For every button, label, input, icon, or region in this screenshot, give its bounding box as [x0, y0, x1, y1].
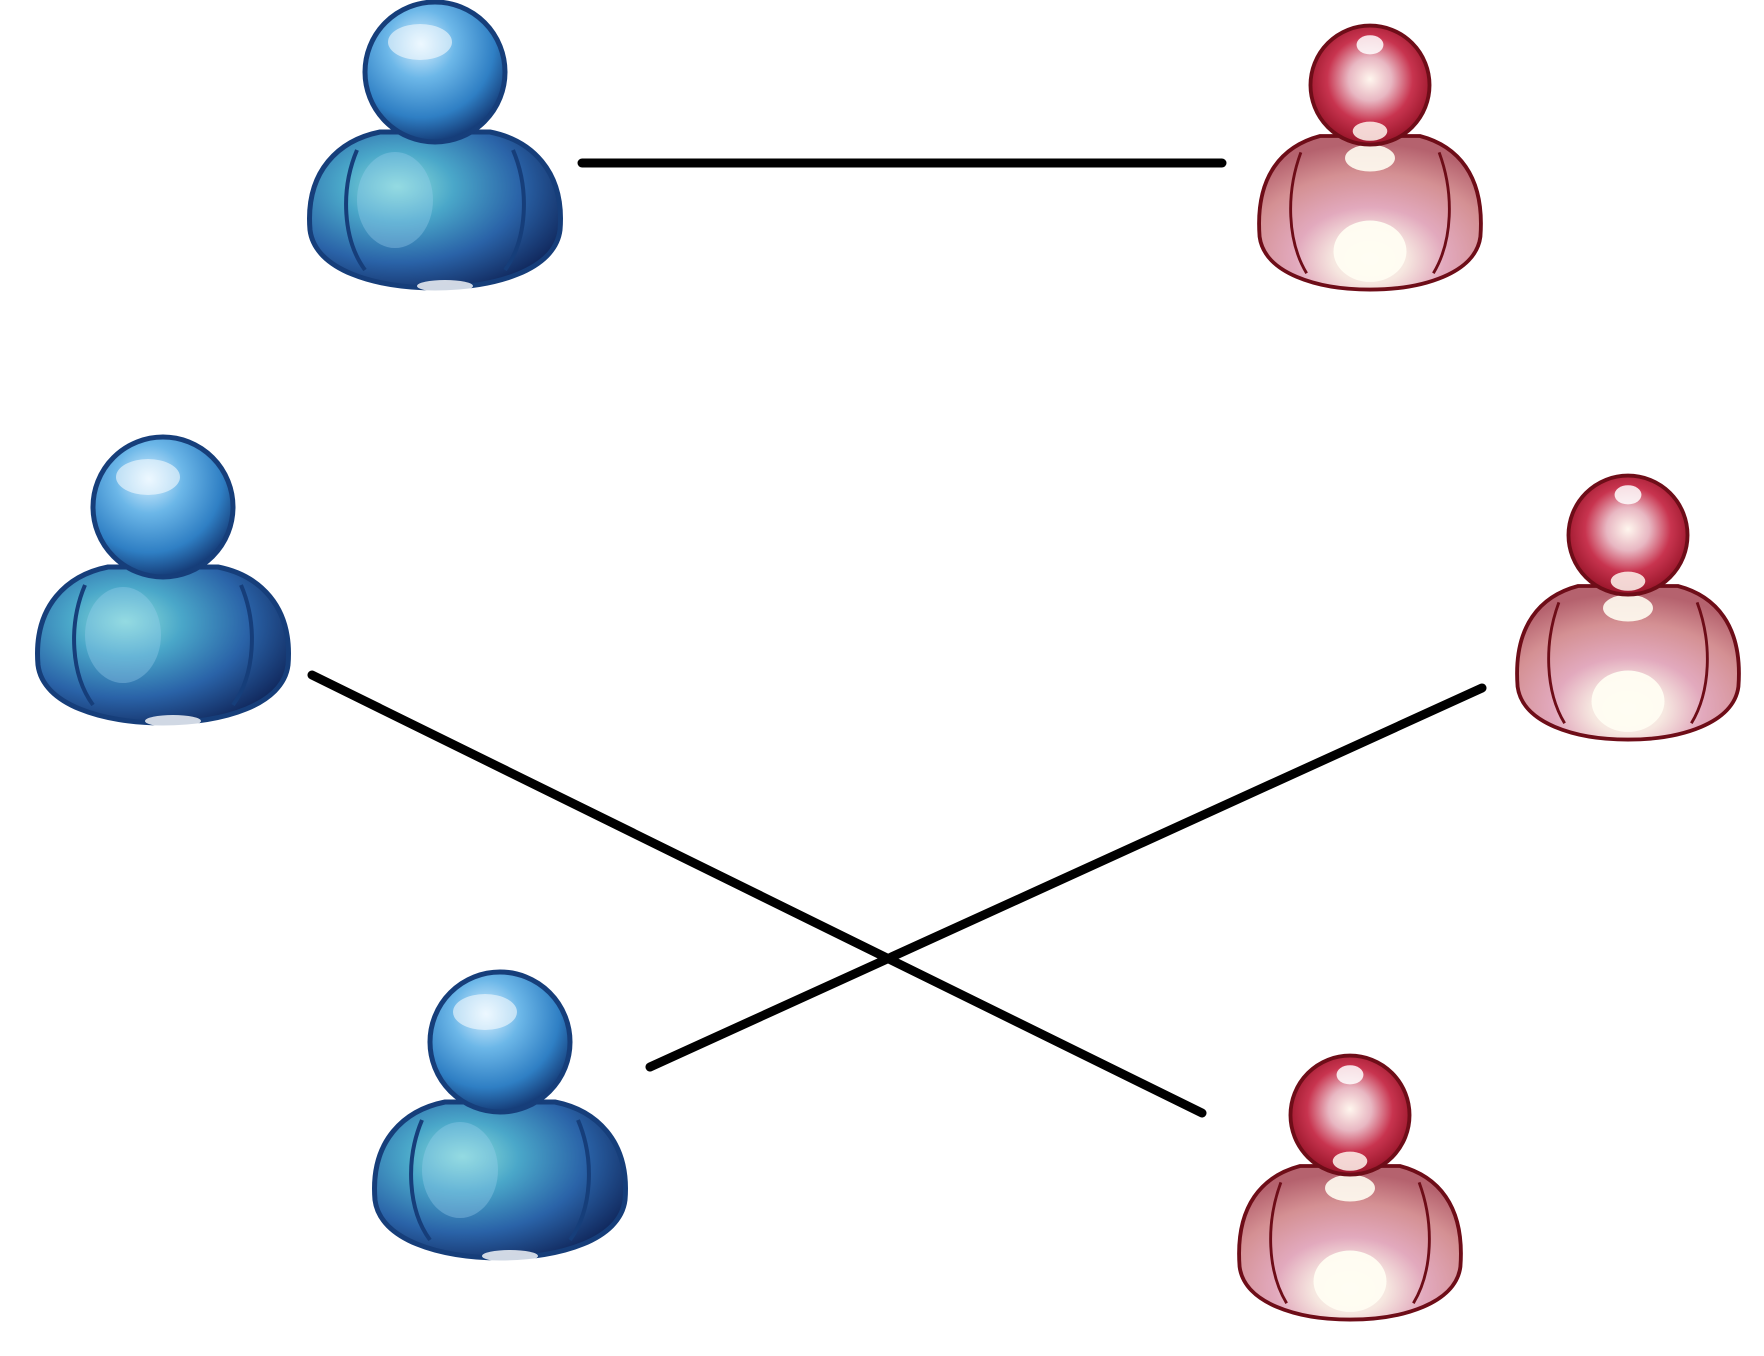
connector-line-blue-3-red-2: [645, 683, 1487, 1072]
connector-line-blue-2-red-3: [307, 670, 1207, 1118]
red-person-icon: [1237, 1053, 1463, 1322]
blue-person-icon: [307, 0, 563, 292]
people-nodes: [35, 0, 1741, 1322]
connector-lines: [307, 158, 1487, 1118]
blue-person-icon: [372, 969, 628, 1262]
red-person-icon: [1515, 473, 1741, 742]
blue-person-icon: [35, 434, 291, 727]
red-person-icon: [1257, 23, 1483, 292]
